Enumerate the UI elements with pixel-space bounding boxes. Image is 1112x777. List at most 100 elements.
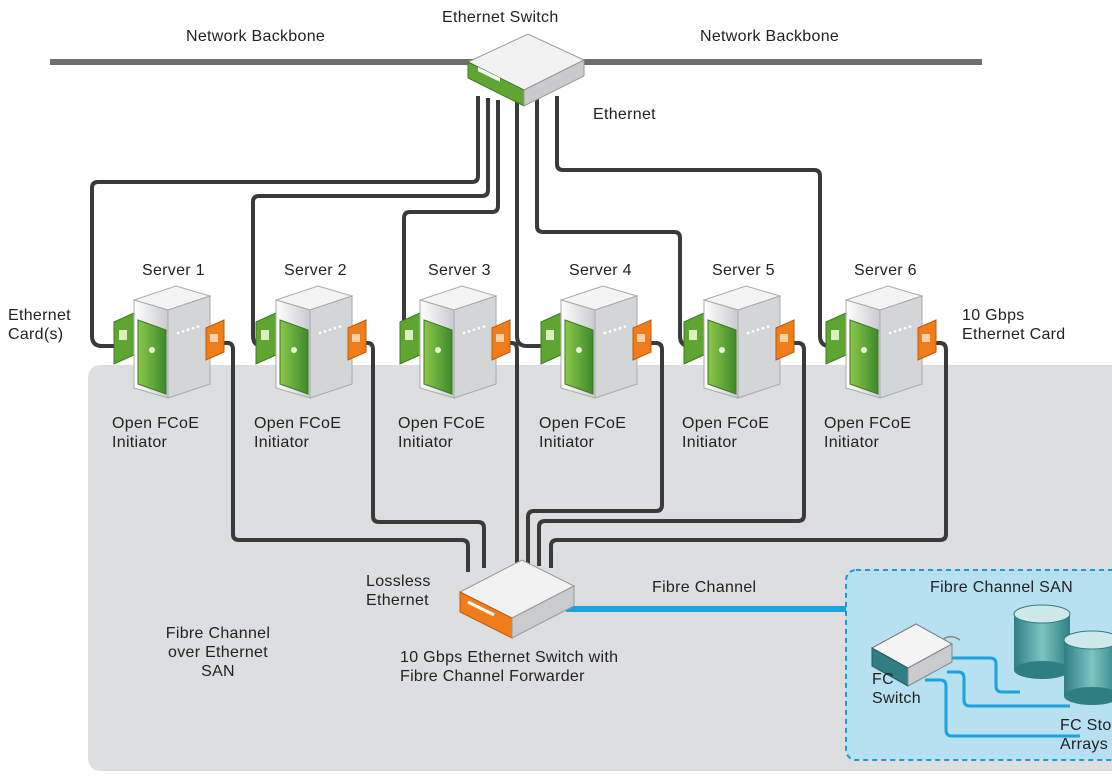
initiator-line2: Initiator [539,434,595,451]
vent-dot [176,331,180,335]
server-4-name: Server 4 [569,262,632,279]
vent-dot [623,325,627,328]
vent-dot [338,325,342,328]
lossless-line2: Ethernet [366,592,429,609]
fc-storage-label: FC Storage Arrays [1060,716,1112,754]
server-5-name: Server 5 [712,262,775,279]
storage-cylinder [1013,604,1071,679]
fibre-channel-label: Fibre Channel [652,579,757,596]
tengig-card-chip [352,334,360,342]
vent-dot [482,325,486,328]
ethernet-card-chip [119,330,127,340]
initiator-line1: Open FCoE [824,415,912,432]
vent-dot [888,331,892,335]
vent-dot [181,330,185,333]
fc-switch-line1: FC [872,671,894,688]
fcoe-san-line2: over Ethernet [168,644,268,661]
power-button-icon [435,347,441,353]
server-3-initiator: Open FCoE Initiator [398,414,485,452]
fc-san-title: Fibre Channel SAN [930,579,1073,596]
ethernet-cards-line1: Ethernet [8,307,71,324]
server-2-name: Server 2 [284,262,347,279]
storage-cylinder [1063,630,1112,705]
server-5-icon [683,285,795,399]
server-green-panel [707,319,737,395]
server-front-side [879,295,923,399]
server-front-side [453,295,497,399]
ethernet-card-chip [405,330,413,340]
tengig-card-chip [637,334,645,342]
backbone-label-right: Network Backbone [700,28,840,45]
initiator-line1: Open FCoE [682,415,770,432]
fc-storage-line2: Arrays [1060,736,1109,753]
server-front-side [309,295,353,399]
fc-cables [925,656,1080,738]
lossless-cables [222,341,948,572]
vent-dot [751,330,755,333]
tengig-card-chip [922,334,930,342]
initiator-line2: Initiator [824,434,880,451]
vent-dot [323,330,327,333]
fc-storage-arrays [1013,604,1112,705]
initiator-line1: Open FCoE [398,415,486,432]
fc-switch-line2: Switch [872,690,921,707]
initiator-line1: Open FCoE [539,415,627,432]
vent-dot [472,328,476,332]
server-6-initiator: Open FCoE Initiator [824,414,911,452]
server-1-name: Server 1 [142,262,205,279]
server-1-icon [113,285,225,399]
vent-dot [333,326,337,330]
vent-dot [903,326,907,330]
tengig-card-chip [496,334,504,342]
ethernet-label: Ethernet [593,106,656,123]
server-green-panel [849,319,879,395]
vent-dot [467,330,471,333]
vent-dot [196,325,200,328]
vent-dot [186,328,190,332]
power-button-icon [576,347,582,353]
server-green-panel [279,319,309,395]
vent-dot [613,328,617,332]
fc-storage-line1: FC Storage [1060,717,1112,734]
vent-dot [746,331,750,335]
vent-dot [603,331,607,335]
server-1-initiator: Open FCoE Initiator [112,414,199,452]
server-4-icon [540,285,652,399]
initiator-line1: Open FCoE [254,415,342,432]
tengig-cards-label: 10 Gbps Ethernet Card [962,306,1066,344]
vent-dot [898,328,902,332]
vent-dot [477,326,481,330]
server-2-icon [255,285,367,399]
vent-dot [756,328,760,332]
vent-dot [766,325,770,328]
fcf-switch-device [458,559,576,639]
ethernet-cards-label: Ethernet Card(s) [8,306,71,344]
vent-dot [328,328,332,332]
fcf-switch-line2: Fibre Channel Forwarder [400,668,585,685]
lossless-label: Lossless Ethernet [366,572,431,610]
fcoe-san-label: Fibre Channel over Ethernet SAN [138,624,298,681]
tengig-card-chip [780,334,788,342]
lossless-line1: Lossless [366,573,431,590]
ethernet-switch-device [466,33,586,107]
server-3-name: Server 3 [428,262,491,279]
initiator-line1: Open FCoE [112,415,200,432]
power-button-icon [719,347,725,353]
initiator-line2: Initiator [112,434,168,451]
power-button-icon [291,347,297,353]
vent-dot [893,330,897,333]
vent-dot [191,326,195,330]
fc-switch-label: FC Switch [872,670,921,708]
server-green-panel [564,319,594,395]
server-4-initiator: Open FCoE Initiator [539,414,626,452]
initiator-line2: Initiator [398,434,454,451]
power-button-icon [149,347,155,353]
vent-dot [761,326,765,330]
server-3-icon [399,285,511,399]
power-button-icon [861,347,867,353]
server-front-side [167,295,211,399]
fcf-switch-label: 10 Gbps Ethernet Switch with Fibre Chann… [400,648,618,686]
